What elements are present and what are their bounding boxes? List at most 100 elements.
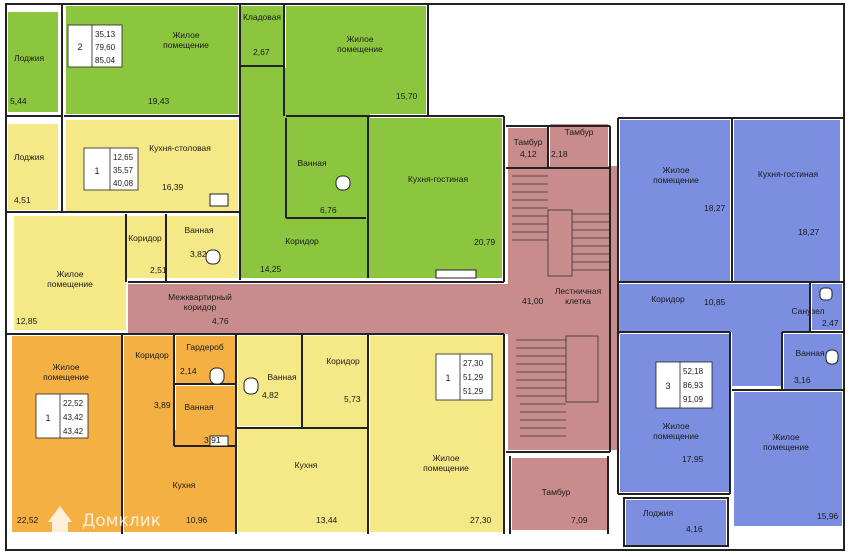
room-fill-kitchen-living-2 xyxy=(734,120,840,282)
room-name: Кладовая xyxy=(243,12,281,22)
room-fill-kitchen-living-1 xyxy=(370,118,502,278)
apartment-number: 1 xyxy=(45,413,50,423)
room-area: 16,39 xyxy=(162,182,184,192)
room-area: 22,52 xyxy=(17,515,39,525)
room-name: Кухня-гостиная xyxy=(408,174,469,184)
apartment-number: 3 xyxy=(665,381,670,391)
room-fill-vestibule-3 xyxy=(512,458,608,530)
room-fill-kitchen-2 xyxy=(238,428,368,532)
room-area: 41,00 xyxy=(522,296,544,306)
room-name: Лоджия xyxy=(643,508,674,518)
room-area: 13,44 xyxy=(316,515,338,525)
room-area: 15,96 xyxy=(817,511,839,521)
apartment-area: 12,65 xyxy=(113,153,134,162)
room-fill-loggia-2 xyxy=(8,124,58,210)
room-name: Ванная xyxy=(297,158,327,168)
room-name: Ванная xyxy=(795,348,825,358)
room-fill-wardrobe xyxy=(176,336,236,384)
room-area: 2,47 xyxy=(822,318,839,328)
fixtures xyxy=(205,175,839,447)
apartment-area: 86,93 xyxy=(683,381,704,390)
room-name: Коридор xyxy=(285,236,319,246)
room-fill-corridor-green xyxy=(240,68,286,278)
apartment-area: 51,29 xyxy=(463,387,484,396)
room-area: 6,76 xyxy=(320,205,337,215)
room-area: 2,14 xyxy=(180,366,197,376)
room-name: Коридор xyxy=(326,356,360,366)
room-fill-pantry xyxy=(240,6,284,68)
room-name: Санузел xyxy=(791,306,824,316)
room-area: 7,09 xyxy=(571,515,588,525)
apartment-area: 52,18 xyxy=(683,367,704,376)
room-name: Кухня-гостиная xyxy=(758,169,819,179)
room-area: 3,82 xyxy=(190,249,207,259)
room-area: 14,25 xyxy=(260,264,282,274)
room-name: Тамбур xyxy=(514,137,543,147)
room-area: 12,85 xyxy=(16,316,38,326)
room-area: 17,95 xyxy=(682,454,704,464)
room-area: 3,16 xyxy=(794,375,811,385)
room-area: 4,51 xyxy=(14,195,31,205)
room-area: 4,12 xyxy=(520,149,537,159)
room-fill-corridor-blue-b xyxy=(732,330,782,386)
apartment-box-1c: 1 27,30 51,29 51,29 xyxy=(435,353,493,401)
room-area: 2,18 xyxy=(551,149,568,159)
room-area: 10,96 xyxy=(186,515,208,525)
watermark-text: Домклик xyxy=(82,511,161,531)
stairs-top xyxy=(512,167,610,277)
room-area: 27,30 xyxy=(470,515,492,525)
room-name: Лоджия xyxy=(14,53,45,63)
room-fill-living-8 xyxy=(734,392,842,526)
walls xyxy=(5,3,845,551)
room-name: Коридор xyxy=(128,233,162,243)
room-area: 18,27 xyxy=(704,203,726,213)
room-area: 4,76 xyxy=(212,316,229,326)
apartment-area: 22,52 xyxy=(63,399,84,408)
room-name: Тамбур xyxy=(565,127,594,137)
room-name: Лоджия xyxy=(14,152,45,162)
room-fill-living-3 xyxy=(620,120,730,282)
room-fill-vestibule-1 xyxy=(508,128,548,168)
room-name: Ванная xyxy=(184,225,214,235)
room-name: Коридор xyxy=(135,350,169,360)
room-fill-corridor-small xyxy=(126,216,166,278)
room-name: Кухня-столовая xyxy=(149,143,211,153)
apartment-area: 35,57 xyxy=(113,166,134,175)
apartment-area: 35,13 xyxy=(95,30,116,39)
room-fill-bath-1 xyxy=(288,120,366,216)
room-area: 18,27 xyxy=(798,227,820,237)
room-area: 4,16 xyxy=(686,524,703,534)
room-area: 20,79 xyxy=(474,237,496,247)
room-fill-loggia-1 xyxy=(8,12,58,112)
room-fill-living-2 xyxy=(286,6,426,114)
room-fill-loggia-3 xyxy=(626,500,726,546)
apartment-area: 91,09 xyxy=(683,395,704,404)
stairs-bottom xyxy=(516,335,599,437)
room-area: 2,51 xyxy=(150,265,167,275)
room-area: 4,82 xyxy=(262,390,279,400)
room-fill-living-4 xyxy=(14,216,126,330)
room-area: 3,91 xyxy=(204,435,221,445)
room-area: 3,89 xyxy=(154,400,171,410)
room-area: 2,67 xyxy=(253,47,270,57)
apartment-number: 2 xyxy=(77,42,82,52)
room-fill-living-7 xyxy=(620,334,730,492)
room-name: Гардероб xyxy=(186,342,224,352)
apartment-area: 85,04 xyxy=(95,56,116,65)
apartment-area: 43,42 xyxy=(63,427,84,436)
apartment-area: 51,29 xyxy=(463,373,484,382)
apartment-area: 43,42 xyxy=(63,413,84,422)
room-fill-bath-2 xyxy=(166,216,238,278)
room-name: Кухня xyxy=(295,460,318,470)
apartment-area: 40,08 xyxy=(113,179,134,188)
room-fill-stairwell xyxy=(508,166,618,450)
room-area: 15,70 xyxy=(396,91,418,101)
